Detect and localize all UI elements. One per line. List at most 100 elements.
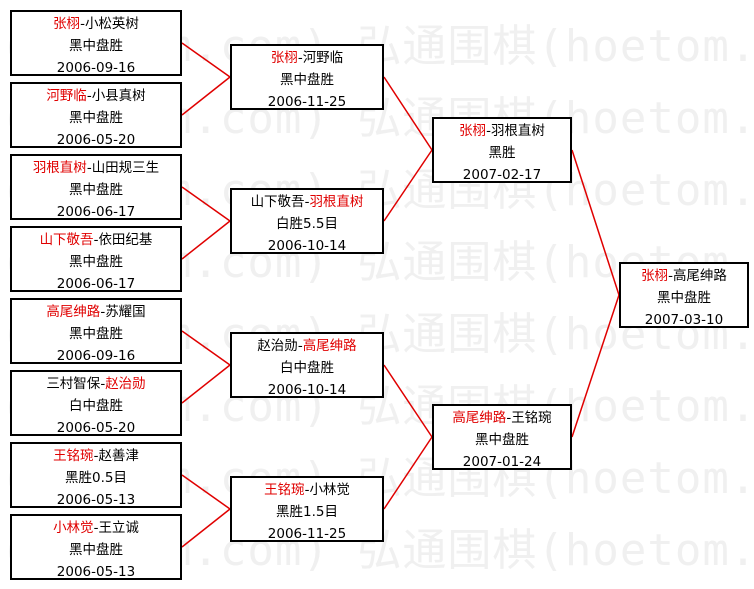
bracket-connector-line xyxy=(181,474,231,510)
match-players: 山下敬吾-依田纪基 xyxy=(12,229,180,251)
name-separator: - xyxy=(93,448,99,464)
bracket-connector-line xyxy=(571,149,620,296)
match-date: 2006-11-25 xyxy=(267,526,347,542)
match-result: 黑中盘胜 xyxy=(69,326,123,342)
name-separator: - xyxy=(297,338,303,354)
loser-name: 赵治勋 xyxy=(257,338,298,354)
match-date: 2007-02-17 xyxy=(462,167,542,183)
match-box: 张栩-小松英树黑中盘胜 2006-09-16 xyxy=(10,10,182,76)
winner-name: 张栩 xyxy=(459,123,487,139)
name-separator: - xyxy=(304,194,310,210)
loser-name: 河野临 xyxy=(302,50,344,66)
winner-name: 张栩 xyxy=(270,50,298,66)
match-date: 2006-10-14 xyxy=(267,238,347,254)
winner-name: 高尾绅路 xyxy=(452,410,507,426)
match-result: 黑胜1.5目 xyxy=(276,504,338,520)
match-result: 白中盘胜 xyxy=(280,360,334,376)
name-separator: - xyxy=(668,268,673,284)
bracket-connector-line xyxy=(383,149,433,222)
match-players: 王铭琬-小林觉 xyxy=(232,479,382,501)
match-box: 山下敬吾-羽根直树白胜5.5目 2006-10-14 xyxy=(230,188,384,254)
match-players: 高尾绅路-苏耀国 xyxy=(12,301,180,323)
match-date: 2006-05-13 xyxy=(56,564,136,580)
bracket-connector-line xyxy=(383,436,433,510)
match-box: 高尾绅路-苏耀国黑中盘胜 2006-09-16 xyxy=(10,298,182,364)
winner-name: 羽根直树 xyxy=(32,160,87,176)
match-date: 2006-06-17 xyxy=(56,204,136,220)
match-players: 张栩-小松英树 xyxy=(12,13,180,35)
match-result: 黑中盘胜 xyxy=(69,110,123,126)
match-result: 黑中盘胜 xyxy=(69,182,123,198)
match-players: 赵治勋-高尾绅路 xyxy=(232,335,382,357)
match-date: 2006-10-14 xyxy=(267,382,347,398)
match-date: 2006-05-20 xyxy=(56,420,136,436)
winner-name: 赵治勋 xyxy=(105,376,146,392)
loser-name: 三村智保 xyxy=(46,376,101,392)
match-box: 王铭琬-赵善津黑胜0.5目 2006-05-13 xyxy=(10,442,182,508)
match-players: 河野临-小县真树 xyxy=(12,85,180,107)
loser-name: 羽根直树 xyxy=(490,123,545,139)
match-players: 高尾绅路-王铭琬 xyxy=(434,407,570,429)
match-result: 白胜5.5目 xyxy=(276,216,338,232)
winner-name: 小林觉 xyxy=(53,520,94,536)
loser-name: 小林觉 xyxy=(309,482,350,498)
match-box: 王铭琬-小林觉黑胜1.5目 2006-11-25 xyxy=(230,476,384,542)
match-players: 张栩-羽根直树 xyxy=(434,120,570,142)
bracket-connector-line xyxy=(181,330,231,366)
winner-name: 羽根直树 xyxy=(309,194,364,210)
name-separator: - xyxy=(86,88,92,104)
match-result: 黑中盘胜 xyxy=(657,290,711,306)
match-players: 王铭琬-赵善津 xyxy=(12,445,180,467)
bracket-connector-line xyxy=(181,42,231,78)
name-separator: - xyxy=(80,16,85,32)
match-players: 小林觉-王立诚 xyxy=(12,517,180,539)
name-separator: - xyxy=(93,520,99,536)
match-date: 2006-09-16 xyxy=(56,348,136,364)
match-box: 张栩-高尾绅路黑中盘胜 2007-03-10 xyxy=(619,262,749,328)
bracket-connector-line xyxy=(181,76,231,116)
loser-name: 依田纪基 xyxy=(98,232,153,248)
match-result: 黑中盘胜 xyxy=(69,542,123,558)
loser-name: 王立诚 xyxy=(98,520,139,536)
match-date: 2007-03-10 xyxy=(644,312,724,328)
match-result: 黑中盘胜 xyxy=(69,38,123,54)
bracket-connector-line xyxy=(571,294,620,438)
name-separator: - xyxy=(506,410,512,426)
winner-name: 高尾绅路 xyxy=(46,304,101,320)
match-box: 山下敬吾-依田纪基黑中盘胜 2006-06-17 xyxy=(10,226,182,292)
bracket-connector-line xyxy=(181,186,231,222)
bracket-connector-line xyxy=(383,76,433,151)
match-date: 2006-09-16 xyxy=(56,60,136,76)
winner-name: 张栩 xyxy=(53,16,81,32)
winner-name: 山下敬吾 xyxy=(39,232,94,248)
winner-name: 张栩 xyxy=(641,268,669,284)
match-players: 张栩-高尾绅路 xyxy=(621,265,747,287)
match-date: 2006-06-17 xyxy=(56,276,136,292)
winner-name: 王铭琬 xyxy=(53,448,94,464)
name-separator: - xyxy=(304,482,310,498)
loser-name: 王铭琬 xyxy=(511,410,552,426)
match-players: 三村智保-赵治勋 xyxy=(12,373,180,395)
loser-name: 苏耀国 xyxy=(105,304,146,320)
name-separator: - xyxy=(93,232,99,248)
loser-name: 山下敬吾 xyxy=(250,194,305,210)
match-date: 2006-05-13 xyxy=(56,492,136,508)
match-result: 黑中盘胜 xyxy=(475,432,529,448)
match-result: 白中盘胜 xyxy=(69,398,123,414)
name-separator: - xyxy=(486,123,491,139)
winner-name: 河野临 xyxy=(46,88,87,104)
match-result: 黑胜0.5目 xyxy=(65,470,127,486)
name-separator: - xyxy=(100,304,106,320)
match-players: 张栩-河野临 xyxy=(232,47,382,69)
bracket-connector-line xyxy=(181,220,231,260)
bracket-connector-line xyxy=(181,508,231,548)
loser-name: 高尾绅路 xyxy=(672,268,727,284)
loser-name: 山田规三生 xyxy=(91,160,160,176)
match-box: 三村智保-赵治勋白中盘胜 2006-05-20 xyxy=(10,370,182,436)
match-result: 黑中盘胜 xyxy=(69,254,123,270)
